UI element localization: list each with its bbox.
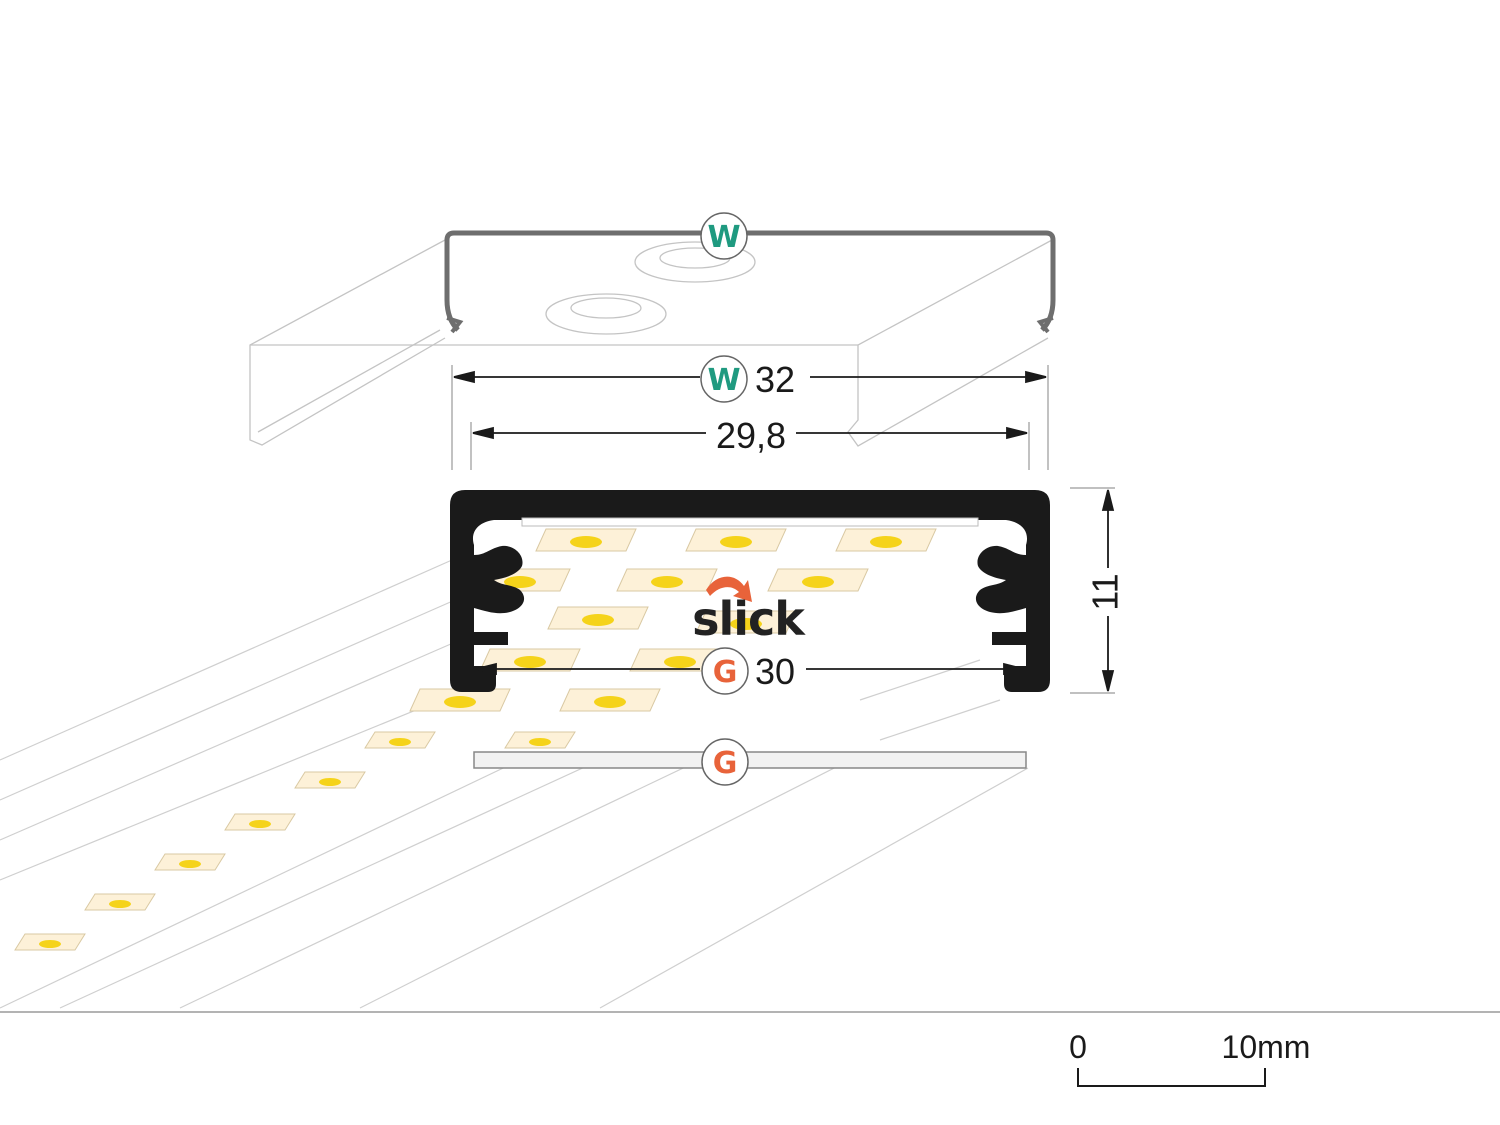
svg-text:slick: slick [692,592,806,646]
dimension-lines [453,370,1115,692]
dimension-height: 11 [1085,573,1126,610]
led-chip [547,606,649,630]
base-plate [473,751,1027,769]
scale-bar: 0 10mm [1069,1029,1311,1087]
led-chip [409,688,511,712]
led-chip [695,610,797,634]
scale-bar-start-label: 0 [1069,1029,1087,1065]
led-chip [224,813,296,831]
svg-text:G: G [713,655,738,690]
svg-text:G: G [713,746,738,781]
cover-badge-dimension: W [700,355,748,403]
slick-arrow-icon [706,576,752,602]
led-chip [154,853,226,871]
led-chip [504,731,576,749]
profile-inner-ledge [521,517,979,527]
led-chip [14,933,86,951]
perspective-lines [0,559,1029,1009]
led-strip [14,528,937,951]
led-chip [559,688,661,712]
cover-profile [444,230,1056,332]
slick-logo: slick [692,576,807,646]
dimension-cover-width: 32 [755,359,795,400]
led-chip [364,731,436,749]
dimension-base-width: 30 [755,651,795,692]
led-chip [535,528,637,552]
extension-lines [451,365,1115,694]
cover-clip-left [446,316,464,334]
cover-perspective-ghost [249,239,1053,447]
led-chip [616,568,718,592]
led-chip [294,771,366,789]
led-chip [479,648,581,672]
dimension-inner-width: 29,8 [716,415,786,456]
cover-badge-top: W [700,212,748,260]
svg-text:W: W [707,363,740,398]
base-badge-dimension: G [701,647,749,695]
aluminium-profile [450,490,1050,692]
base-badge-plate: G [701,738,749,786]
led-chip [767,568,869,592]
led-chip [685,528,787,552]
svg-text:W: W [707,220,740,255]
led-chip [84,893,156,911]
scale-bar-end-label: 10mm [1222,1029,1311,1065]
led-chip [835,528,937,552]
cover-clip-right [1036,316,1054,334]
